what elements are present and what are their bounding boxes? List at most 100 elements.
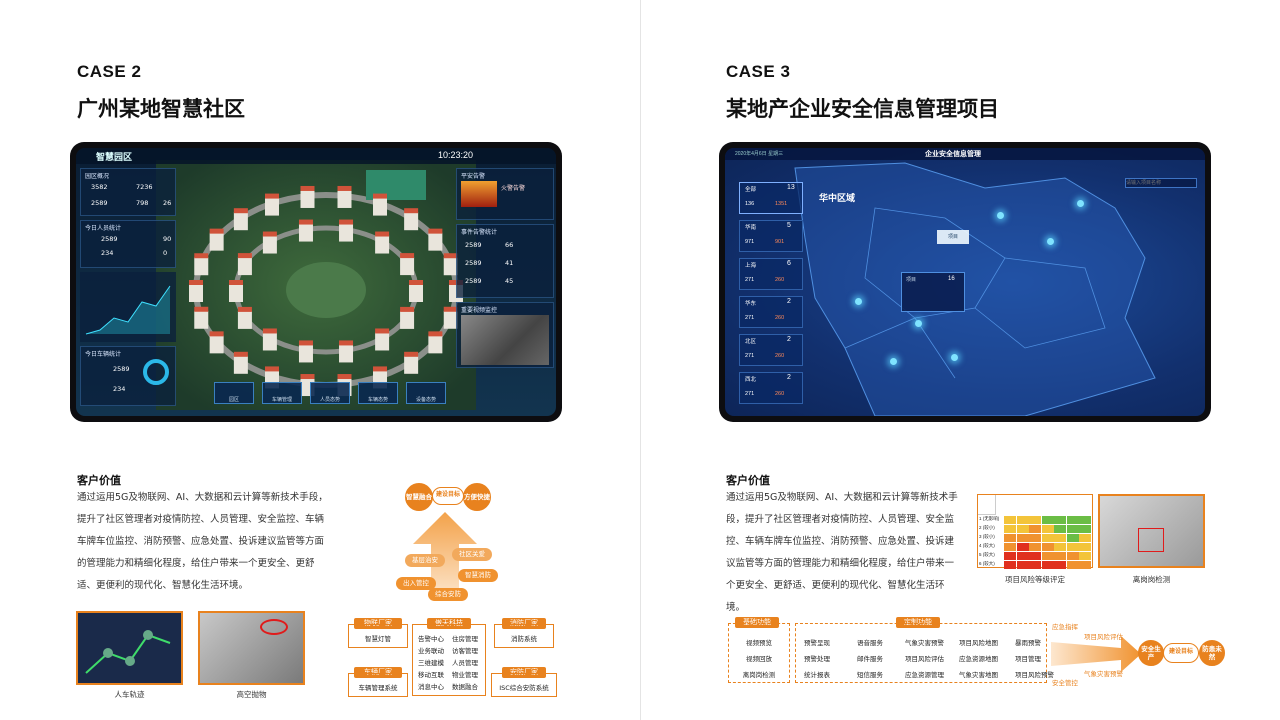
map-marker[interactable] bbox=[915, 320, 922, 327]
risk-cell bbox=[1041, 516, 1054, 524]
risk-cell bbox=[1066, 561, 1079, 569]
region-value-b: 260 bbox=[775, 315, 785, 321]
risk-cell bbox=[1041, 525, 1054, 533]
building bbox=[233, 212, 248, 231]
goal-center: 建设目标 bbox=[432, 487, 464, 505]
nav-park[interactable]: 园区 bbox=[214, 382, 254, 404]
vehicle-stats-panel: 今日车辆统计 2589 234 bbox=[80, 346, 176, 406]
map-marker[interactable] bbox=[951, 354, 958, 361]
building bbox=[428, 335, 443, 354]
risk-cell bbox=[1004, 525, 1016, 533]
page-divider bbox=[640, 0, 641, 720]
region-list-item[interactable] bbox=[739, 258, 803, 290]
building-roof bbox=[298, 340, 313, 346]
center-vendor-tag: 傲天科技 bbox=[427, 618, 471, 629]
building bbox=[229, 284, 243, 302]
risk-matrix-table: 1 (无影响)2 (较小)3 (较小)4 (较大)5 (较大)6 (较大) bbox=[977, 494, 1093, 569]
custom-func-item: 项目风险地图 bbox=[959, 639, 998, 647]
building-roof bbox=[409, 280, 423, 285]
project-search-input[interactable] bbox=[1125, 178, 1197, 188]
highlight-circle bbox=[260, 619, 288, 635]
nav-people[interactable]: 人员态势 bbox=[310, 382, 350, 404]
region-list-item[interactable] bbox=[739, 296, 803, 328]
region-value-a: 271 bbox=[745, 353, 755, 359]
building bbox=[233, 355, 248, 374]
region-value-a: 271 bbox=[745, 315, 755, 321]
building-roof bbox=[209, 228, 224, 234]
goal-arrow-graphic bbox=[413, 512, 477, 600]
custom-func-item: 统计报表 bbox=[804, 671, 830, 679]
map-marker[interactable] bbox=[855, 298, 862, 305]
building-roof bbox=[400, 253, 415, 259]
security-vendor-box bbox=[491, 673, 557, 697]
region-value-a: 971 bbox=[745, 239, 755, 245]
custom-func-item: 应急资源管理 bbox=[905, 671, 944, 679]
risk-matrix-caption: 项目风险等级评定 bbox=[1005, 575, 1065, 584]
region-list-item[interactable] bbox=[739, 182, 803, 214]
building bbox=[443, 310, 458, 329]
risk-cell bbox=[1029, 561, 1041, 569]
basic-func-tag: 基础功能 bbox=[735, 617, 779, 628]
car-vendor-box bbox=[348, 673, 408, 697]
map-header-title: 企业安全信息管理 bbox=[925, 151, 981, 158]
building bbox=[400, 310, 415, 329]
flow-weather-warning: 气象灾害预警 bbox=[1084, 670, 1123, 678]
risk-cell bbox=[1004, 516, 1016, 524]
case2-value-title: 客户价值 bbox=[77, 474, 121, 487]
building bbox=[300, 189, 315, 208]
risk-cell bbox=[1079, 534, 1091, 542]
custom-func-item: 气象灾害地图 bbox=[959, 671, 998, 679]
building-roof bbox=[428, 228, 443, 234]
nav-vehicle-manage[interactable]: 车辆管理 bbox=[262, 382, 302, 404]
building bbox=[443, 257, 458, 276]
risk-cell bbox=[1016, 525, 1029, 533]
region-list-item[interactable] bbox=[739, 372, 803, 404]
building-roof bbox=[233, 351, 248, 357]
map-marker[interactable] bbox=[997, 212, 1004, 219]
region-count: 2 bbox=[787, 298, 791, 305]
region-name: 全部 bbox=[745, 187, 757, 193]
region-list-item[interactable] bbox=[739, 220, 803, 252]
map-marker[interactable] bbox=[1077, 200, 1084, 207]
building-roof bbox=[233, 208, 248, 214]
center-vendor-item: 三维建模 bbox=[418, 659, 444, 667]
building bbox=[409, 284, 423, 302]
building-roof bbox=[373, 193, 388, 199]
case3-tablet: 2020年4月6日 星期三 企业安全信息管理 华中区域 全部131361351华… bbox=[719, 142, 1211, 422]
region-name: 华南 bbox=[745, 225, 757, 231]
risk-cell bbox=[1054, 525, 1066, 533]
fire-vendor-box bbox=[494, 624, 554, 648]
pill-grassroots: 基层治安 bbox=[405, 554, 445, 567]
risk-cell bbox=[1004, 543, 1016, 551]
region-value-a: 271 bbox=[745, 391, 755, 397]
building-roof bbox=[339, 340, 354, 346]
building-roof bbox=[443, 306, 458, 312]
nav-device[interactable]: 设备态势 bbox=[406, 382, 446, 404]
building-roof bbox=[264, 366, 279, 372]
center-vendor-item: 告警中心 bbox=[418, 635, 444, 643]
screen-clock: 10:23:20 bbox=[438, 150, 474, 160]
region-value-b: 260 bbox=[775, 391, 785, 397]
region-count: 5 bbox=[787, 222, 791, 229]
risk-cell bbox=[1029, 534, 1041, 542]
center-vendor-item: 住房管理 bbox=[452, 635, 478, 643]
center-vendor-item: 数据融合 bbox=[452, 683, 478, 691]
risk-cell bbox=[1029, 516, 1041, 524]
building bbox=[428, 232, 443, 251]
building-roof bbox=[373, 366, 388, 372]
custom-func-item: 邮件服务 bbox=[857, 655, 883, 663]
risk-cell bbox=[1066, 534, 1079, 542]
building-roof bbox=[337, 185, 352, 191]
map-marker[interactable] bbox=[890, 358, 897, 365]
case2-tablet: 智慧园区 10:23:20 园区概况 3582 7236 2589 798 26… bbox=[70, 142, 562, 422]
nav-vehicle[interactable]: 车辆态势 bbox=[358, 382, 398, 404]
map-marker[interactable] bbox=[1047, 238, 1054, 245]
building bbox=[209, 232, 224, 251]
region-name: 上海 bbox=[745, 263, 757, 269]
risk-cell bbox=[1054, 552, 1066, 560]
custom-func-item: 预警呈现 bbox=[804, 639, 830, 647]
fire-vendor-item: 消防系统 bbox=[511, 635, 537, 643]
building bbox=[400, 257, 415, 276]
region-list-item[interactable] bbox=[739, 334, 803, 366]
building bbox=[404, 355, 419, 374]
